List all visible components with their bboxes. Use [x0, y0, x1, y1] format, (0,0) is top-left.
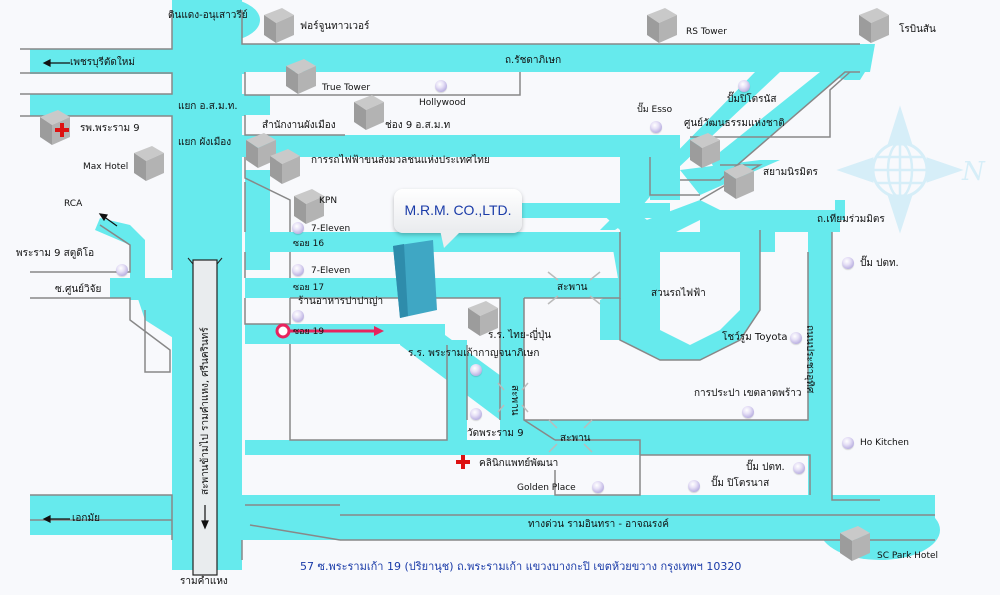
poi-marker-icon — [842, 437, 854, 449]
place-wat-rama9: วัดพระราม 9 — [467, 428, 524, 439]
place-seven-eleven-1: 7-Eleven — [311, 224, 351, 234]
place-siam-niramit: สยามนิรมิตร — [763, 167, 818, 178]
building-icon — [354, 95, 384, 130]
place-hollywood: Hollywood — [419, 98, 466, 108]
place-robinson: โรบินสัน — [899, 24, 936, 35]
place-ptt-right: ปั๊ม ปตท. — [860, 258, 899, 269]
road-label-bridge-2: สะพาน — [560, 433, 591, 444]
compass-north-label: N — [962, 157, 985, 187]
place-fortune-tower: ฟอร์จูนทาวเวอร์ — [300, 21, 370, 32]
place-papanya: ร้านอาหารปาปาญ่า — [298, 296, 384, 307]
road-label-soi-19: ซอย 19 — [293, 327, 325, 337]
poi-marker-icon — [793, 462, 805, 474]
place-town-planning: สำนักงานผังเมือง — [262, 120, 336, 131]
place-mrta: การรถไฟฟ้าขนส่งมวลชนแห่งประเทศไทย — [311, 155, 490, 166]
address-text: 57 ซ.พระรามเก้า 19 (ปริยานุช) ถ.พระรามเก… — [300, 560, 742, 573]
road-label-thiam-ruam-mit: ถ.เทียมร่วมมิตร — [817, 214, 885, 225]
poi-marker-icon — [292, 222, 304, 234]
road-label-mcot-junction: แยก อ.ส.ม.ท. — [178, 101, 238, 112]
poi-marker-icon — [688, 480, 700, 492]
poi-marker-icon — [435, 80, 447, 92]
callout-pointer — [440, 230, 462, 248]
place-toyota: โชว์รูม Toyota — [722, 332, 788, 343]
building-icon — [724, 164, 754, 199]
building-icon — [270, 149, 300, 184]
place-petronas-bottom: ปั๊ม ปิโตรนาส — [711, 478, 770, 489]
route-arrow-icon — [275, 323, 384, 339]
place-petronas-top: ปั๊มปิโตรนัส — [727, 94, 777, 105]
place-rama9-school: ร.ร. พระรามเก้ากาญจนาภิเษก — [408, 348, 540, 359]
road-label-phang-mueang-junction: แยก ผังเมือง — [178, 137, 232, 148]
road-label-bridge-1: สะพาน — [557, 282, 588, 293]
place-max-hotel: Max Hotel — [83, 162, 129, 172]
road-label-soi-sun-wichai: ซ.ศูนย์วิจัย — [55, 284, 102, 295]
road-label-ekkamai: เอกมัย — [72, 513, 100, 524]
place-golden-place: Golden Place — [517, 483, 576, 493]
company-callout[interactable]: M.R.M. CO.,LTD. — [394, 189, 522, 233]
building-icon — [134, 146, 164, 181]
poi-marker-icon — [292, 264, 304, 276]
building-icon — [286, 59, 316, 94]
building-icon — [690, 133, 720, 168]
building-icon — [264, 8, 294, 43]
road-label-ratchadaphisek: ถ.รัชดาภิเษก — [505, 55, 562, 66]
place-rca: RCA — [64, 199, 83, 209]
place-rs-tower: RS Tower — [686, 27, 727, 37]
poi-marker-icon — [470, 364, 482, 376]
hospital-cross-icon — [456, 455, 470, 469]
place-seven-eleven-2: 7-Eleven — [311, 266, 351, 276]
road-label-bridge-3: สะพาน — [509, 385, 520, 416]
place-esso: ปั๊ม Esso — [637, 105, 673, 115]
road-label-pracha-uthit: ถนนประชาอุทิศ — [804, 325, 815, 394]
road-label-soi-17: ซอย 17 — [293, 283, 325, 293]
place-rail-park: สวนรถไฟฟ้า — [651, 288, 706, 299]
place-ptt-bottom: ปั๊ม ปตท. — [746, 462, 785, 473]
place-clinic: คลินิกแพทย์พัฒนา — [479, 458, 559, 469]
place-waterworks: การประปา เขตลาดพร้าว — [694, 388, 802, 399]
building-icon — [840, 526, 870, 561]
building-icon — [294, 189, 324, 224]
road-label-phetchaburi: เพชรบุรีตัดใหม่ — [70, 57, 135, 68]
hospital-cross-icon — [55, 123, 69, 137]
place-true-tower: True Tower — [322, 83, 371, 93]
road-label-din-daeng: ดินแดง-อนุเสาวรีย์ — [168, 10, 248, 21]
building-icon — [859, 8, 889, 43]
company-name: M.R.M. CO.,LTD. — [404, 202, 512, 218]
place-ho-kitchen: Ho Kitchen — [860, 438, 909, 448]
road-label-expressway: ทางด่วน รามอินทรา - อาจณรงค์ — [528, 519, 669, 530]
place-kpn: KPN — [319, 196, 338, 206]
poi-marker-icon — [116, 264, 128, 276]
poi-marker-icon — [650, 121, 662, 133]
place-rama9-hospital: รพ.พระราม 9 — [80, 123, 140, 134]
road-label-ramkhamhaeng: รามคำแหง — [180, 576, 228, 587]
place-sc-park-hotel: SC Park Hotel — [877, 551, 939, 561]
compass-icon — [836, 105, 964, 234]
poi-marker-icon — [790, 332, 802, 344]
poi-marker-icon — [738, 80, 750, 92]
poi-marker-icon — [470, 408, 482, 420]
place-mcot-ch9: ช่อง 9 อ.ส.ม.ท — [385, 120, 451, 131]
building-icon — [468, 301, 498, 336]
road-label-overpass: สะพานข้ามไป รามคำแหง, ศรีนครินทร์ — [200, 327, 211, 495]
poi-marker-icon — [292, 310, 304, 322]
poi-marker-icon — [742, 406, 754, 418]
poi-marker-icon — [842, 257, 854, 269]
road-label-soi-16: ซอย 16 — [293, 239, 325, 249]
target-building-icon — [393, 240, 437, 318]
place-cultural-center: ศูนย์วัฒนธรรมแห่งชาติ — [684, 118, 785, 129]
place-thai-japan-school: ร.ร. ไทย-ญี่ปุ่น — [488, 330, 552, 341]
place-rama9-studio: พระราม 9 สตูดิโอ — [16, 248, 95, 259]
building-icon — [647, 8, 677, 43]
poi-marker-icon — [592, 481, 604, 493]
